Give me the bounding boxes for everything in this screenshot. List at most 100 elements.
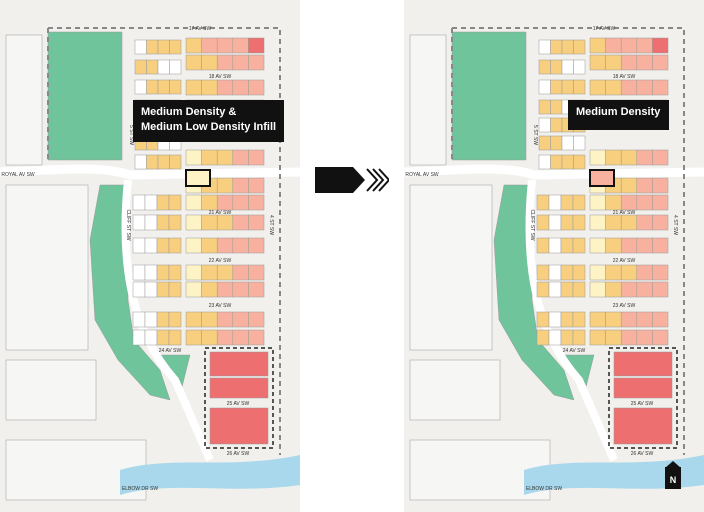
- parcel: [536, 281, 550, 298]
- parcel: [201, 329, 218, 346]
- parcel: [144, 311, 158, 328]
- parcel: [248, 329, 265, 346]
- parcel: [572, 237, 586, 254]
- parcel: [620, 214, 638, 231]
- parcel: [652, 329, 669, 346]
- parcel: [144, 329, 158, 346]
- parcel: [216, 237, 234, 254]
- parcel: [248, 214, 265, 231]
- parcel: [573, 59, 586, 75]
- parcel: [605, 194, 622, 211]
- parcel: [156, 311, 170, 328]
- parcel: [605, 54, 622, 71]
- parcel: [132, 237, 146, 254]
- parcel: [144, 264, 158, 281]
- parcel: [548, 237, 562, 254]
- parcel: [652, 214, 669, 231]
- parcel: [216, 311, 234, 328]
- parcel: [248, 281, 265, 298]
- parcel: [157, 79, 170, 95]
- parcel: [132, 214, 146, 231]
- parcel: [652, 311, 669, 328]
- parcel: [561, 79, 574, 95]
- parcel: [560, 329, 574, 346]
- street-label-17: 17 AV SW: [189, 26, 212, 32]
- parcel: [132, 311, 146, 328]
- parcel: [548, 281, 562, 298]
- river: [524, 455, 704, 495]
- parcel: [144, 194, 158, 211]
- parcel: [550, 135, 563, 151]
- block: [5, 34, 43, 166]
- parcel: [232, 281, 249, 298]
- block: [409, 34, 447, 166]
- parcel: [134, 154, 147, 170]
- parcel: [652, 281, 669, 298]
- block: [409, 359, 501, 421]
- parcel: [620, 149, 638, 166]
- parcel: [168, 329, 182, 346]
- parcel: [201, 237, 218, 254]
- parcel: [560, 281, 574, 298]
- parcel: [216, 177, 234, 194]
- road: [0, 164, 300, 180]
- callout-after: Medium Density: [568, 100, 669, 130]
- parcel: [132, 194, 146, 211]
- parcel: [248, 79, 265, 96]
- parcel: [185, 37, 202, 54]
- parcel: [636, 194, 653, 211]
- street-label-17: 17 AV SW: [593, 26, 616, 32]
- parcel: [589, 329, 606, 346]
- callout-before: Medium Density & Medium Low Density Infi…: [133, 100, 284, 142]
- parcel: [232, 149, 249, 166]
- parcel: [572, 281, 586, 298]
- parcel: [620, 194, 638, 211]
- parcel: [157, 39, 170, 55]
- parcel: [538, 135, 551, 151]
- parcel: [636, 37, 653, 54]
- parcel: [185, 264, 202, 281]
- parcel: [168, 264, 182, 281]
- parcel: [548, 329, 562, 346]
- study-boundary: [451, 27, 685, 455]
- parcel: [652, 237, 669, 254]
- parcel: [572, 311, 586, 328]
- parcel: [589, 311, 606, 328]
- parcel: [248, 149, 265, 166]
- parcel: [589, 79, 606, 96]
- parcel: [652, 194, 669, 211]
- parcel: [605, 311, 622, 328]
- parcel: [636, 214, 653, 231]
- parcel: [185, 281, 202, 298]
- parcel: [216, 264, 234, 281]
- parcel: [620, 54, 638, 71]
- street-label-23: 23 AV SW: [613, 303, 636, 309]
- parcel: [620, 281, 638, 298]
- study-boundary: [47, 27, 281, 455]
- parcel: [538, 99, 551, 115]
- parcel: [605, 149, 622, 166]
- parcel: [168, 311, 182, 328]
- parcel: [232, 214, 249, 231]
- street-label-24: 24 AV SW: [159, 348, 182, 354]
- parcel: [652, 177, 669, 194]
- parcel: [216, 329, 234, 346]
- street-label-elbow: ELBOW DR SW: [122, 486, 158, 492]
- parcel: [536, 237, 550, 254]
- parcel: [589, 149, 606, 166]
- parcel: [156, 214, 170, 231]
- parcel: [156, 264, 170, 281]
- parcel: [248, 237, 265, 254]
- street-label-25: 25 AV SW: [227, 401, 250, 407]
- parcel: [536, 214, 550, 231]
- parcel: [605, 329, 622, 346]
- parcel: [201, 311, 218, 328]
- street-label-22: 22 AV SW: [209, 258, 232, 264]
- parcel: [156, 194, 170, 211]
- parcel: [605, 281, 622, 298]
- north-arrow-icon: N: [665, 461, 681, 489]
- parcel: [146, 59, 159, 75]
- parcel: [538, 154, 551, 170]
- callout-line-2: Medium Low Density Infill: [141, 121, 277, 133]
